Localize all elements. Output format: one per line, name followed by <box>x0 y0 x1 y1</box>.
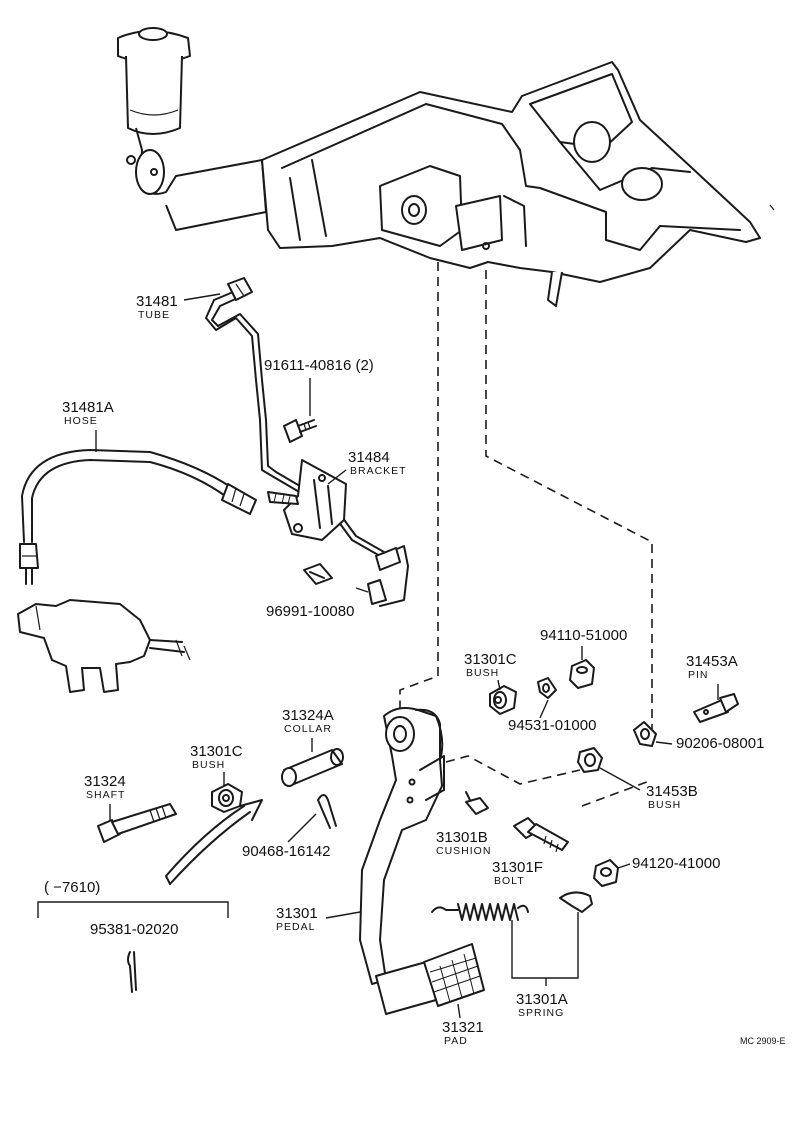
pedal-31301 <box>359 707 445 985</box>
bracket-part-name: BRACKET <box>350 465 407 477</box>
reference-arrow <box>165 799 263 885</box>
pin-31453a <box>693 693 739 723</box>
clip-90206-label: 90206-08001 <box>676 735 764 752</box>
bush-31453b <box>577 747 603 773</box>
spring-31301a <box>431 891 593 921</box>
clip-90206 <box>633 721 657 747</box>
washer-94531-label: 94531-01000 <box>508 717 596 734</box>
hose-part-number: 31481A <box>62 399 114 416</box>
bolt-31301f <box>513 817 569 853</box>
bolt-91611 <box>283 419 317 443</box>
bolt-part-name: BOLT <box>494 875 525 887</box>
washer-94531 <box>537 677 557 699</box>
bush-c-part-number: 31301C <box>464 651 517 668</box>
cushion-part-name: CUSHION <box>436 845 491 857</box>
bolt-91611-label: 91611-40816 (2) <box>264 357 374 374</box>
pin-90468-label: 90468-16142 <box>242 843 330 860</box>
pad-part-number: 31321 <box>442 1019 484 1036</box>
tube-part-number: 31481 <box>136 293 178 310</box>
spring-part-name: SPRING <box>518 1007 564 1019</box>
shaft-31324 <box>97 803 177 843</box>
pin-part-name: PIN <box>688 669 709 681</box>
spring-part-number: 31301A <box>516 991 568 1008</box>
tube-31481 <box>205 277 409 607</box>
bush-b-part-number: 31453B <box>646 783 698 800</box>
figure-code: MC 2909-E <box>740 1036 786 1046</box>
cotter-pin-95381 <box>127 951 137 993</box>
pedal-part-number: 31301 <box>276 905 318 922</box>
shaft-part-number: 31324 <box>84 773 126 790</box>
bush-c2-part-name: BUSH <box>192 759 225 771</box>
cushion-part-number: 31301B <box>436 829 488 846</box>
nut-94120-label: 94120-41000 <box>632 855 720 872</box>
pin-95381-label: 95381-02020 <box>90 921 178 938</box>
collar-part-number: 31324A <box>282 707 334 724</box>
bracket-31484 <box>267 459 347 541</box>
bush-31301c-upper <box>489 685 517 715</box>
pin-part-number: 31453A <box>686 653 738 670</box>
pad-31321 <box>375 943 485 1015</box>
hose-part-name: HOSE <box>64 415 98 427</box>
bolt-part-number: 31301F <box>492 859 543 876</box>
pedal-bracket-assembly <box>117 27 775 307</box>
bush-31301c-lower <box>211 783 243 813</box>
clip-96991 <box>303 563 333 585</box>
tube-part-name: TUBE <box>138 309 170 321</box>
nut-94120 <box>593 859 619 887</box>
range-label: ( −7610) <box>44 879 100 896</box>
shaft-part-name: SHAFT <box>86 789 125 801</box>
hose-31481a <box>19 449 257 585</box>
bracket-part-number: 31484 <box>348 449 390 466</box>
pin-90468 <box>317 794 337 829</box>
clip-96991-label: 96991-10080 <box>266 603 354 620</box>
release-cylinder <box>17 599 191 693</box>
pad-part-name: PAD <box>444 1035 468 1047</box>
cushion-31301b <box>465 791 489 815</box>
bush-c-part-name: BUSH <box>466 667 499 679</box>
pedal-part-name: PEDAL <box>276 921 315 933</box>
bush-c2-part-number: 31301C <box>190 743 243 760</box>
collar-31324a <box>281 748 344 787</box>
collar-part-name: COLLAR <box>284 723 332 735</box>
nut-94110 <box>569 659 595 689</box>
bush-b-part-name: BUSH <box>648 799 681 811</box>
nut-94110-label: 94110-51000 <box>540 627 627 644</box>
